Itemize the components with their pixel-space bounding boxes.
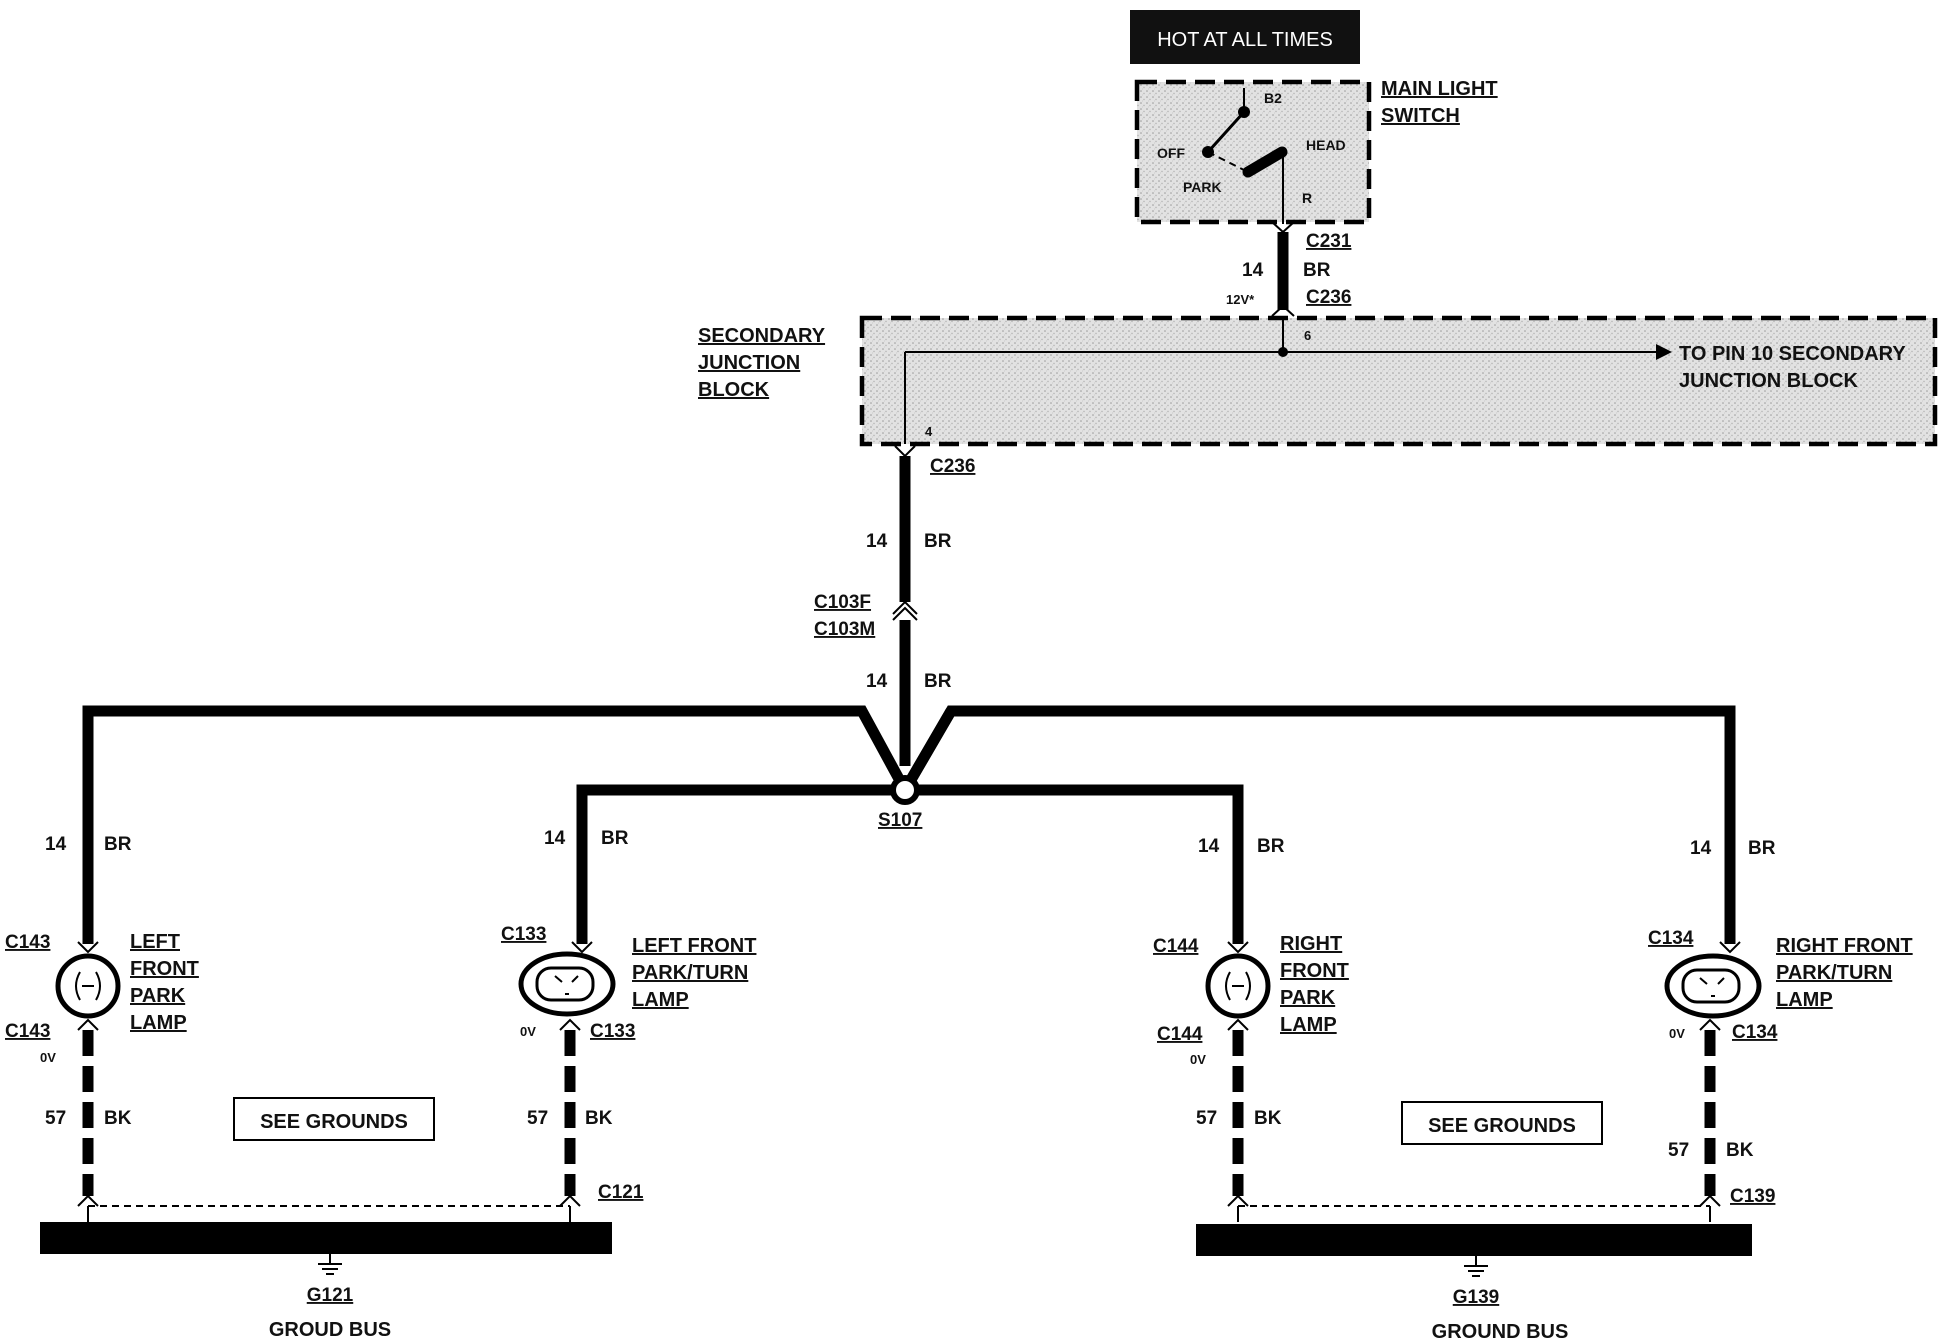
see-grounds-left: SEE GROUNDS <box>233 1097 435 1141</box>
svg-text:14: 14 <box>1242 260 1264 281</box>
svg-text:RIGHT FRONT: RIGHT FRONT <box>1776 935 1913 957</box>
svg-text:C139: C139 <box>1730 1186 1775 1207</box>
svg-text:SEE GROUNDS: SEE GROUNDS <box>260 1111 408 1133</box>
svg-text:S107: S107 <box>878 810 922 831</box>
svg-text:BR: BR <box>924 531 952 552</box>
right-front-park-turn-lamp: C134 0V C134 RIGHT FRONT PARK/TURN LAMP <box>1648 928 1913 1043</box>
svg-text:C236: C236 <box>930 456 975 477</box>
svg-text:0V: 0V <box>1669 1026 1685 1041</box>
svg-text:BK: BK <box>104 1108 132 1129</box>
svg-text:PARK: PARK <box>130 985 186 1007</box>
svg-text:57: 57 <box>527 1108 548 1129</box>
svg-text:BR: BR <box>601 828 629 849</box>
svg-text:TO PIN 10 SECONDARY: TO PIN 10 SECONDARY <box>1679 343 1906 365</box>
svg-text:PARK: PARK <box>1183 179 1222 195</box>
svg-text:C236: C236 <box>1306 287 1351 308</box>
svg-text:C144: C144 <box>1153 936 1199 957</box>
svg-text:C133: C133 <box>590 1021 635 1042</box>
svg-text:OFF: OFF <box>1157 145 1185 161</box>
svg-text:BK: BK <box>1726 1140 1754 1161</box>
svg-text:12V*: 12V* <box>1226 292 1255 307</box>
svg-text:0V: 0V <box>40 1050 56 1065</box>
see-grounds-right: SEE GROUNDS <box>1401 1101 1603 1145</box>
svg-text:BR: BR <box>1257 836 1285 857</box>
svg-text:4: 4 <box>925 424 933 439</box>
svg-text:LAMP: LAMP <box>1776 989 1833 1011</box>
svg-text:57: 57 <box>45 1108 66 1129</box>
svg-text:BR: BR <box>1303 260 1331 281</box>
switch-title: MAIN LIGHT <box>1381 78 1498 100</box>
left-front-park-lamp: C143 C143 0V LEFT FRONT PARK LAMP <box>5 931 199 1065</box>
svg-text:LAMP: LAMP <box>130 1012 187 1034</box>
svg-text:JUNCTION BLOCK: JUNCTION BLOCK <box>1679 370 1858 392</box>
svg-text:FRONT: FRONT <box>1280 960 1349 982</box>
ground-wires <box>77 1030 1721 1222</box>
power-source-label: HOT AT ALL TIMES <box>1130 10 1360 64</box>
svg-text:LEFT FRONT: LEFT FRONT <box>632 935 756 957</box>
svg-text:SEE GROUNDS: SEE GROUNDS <box>1428 1115 1576 1137</box>
splice-s107: S107 <box>878 775 922 831</box>
svg-text:BR: BR <box>1748 838 1776 859</box>
svg-text:14: 14 <box>866 671 888 692</box>
svg-text:HEAD: HEAD <box>1306 137 1346 153</box>
svg-text:LAMP: LAMP <box>1280 1014 1337 1036</box>
svg-text:PARK/TURN: PARK/TURN <box>1776 962 1892 984</box>
svg-text:6: 6 <box>1304 328 1311 343</box>
svg-text:SWITCH: SWITCH <box>1381 105 1460 127</box>
svg-text:C133: C133 <box>501 924 546 945</box>
svg-text:FRONT: FRONT <box>130 958 199 980</box>
wire-jb-to-splice: C236 14 BR C103F C103M 14 BR <box>814 445 975 766</box>
ground-g121-label: G121 <box>307 1285 354 1306</box>
svg-text:14: 14 <box>866 531 888 552</box>
svg-text:57: 57 <box>1196 1108 1217 1129</box>
main-light-switch: B2 OFF HEAD PARK R MAIN LIGHT SWITCH <box>1134 78 1498 225</box>
svg-text:14: 14 <box>1198 836 1220 857</box>
left-front-park-turn-lamp: C133 0V C133 LEFT FRONT PARK/TURN LAMP <box>501 924 756 1042</box>
svg-text:C134: C134 <box>1648 928 1694 949</box>
svg-text:LEFT: LEFT <box>130 931 180 953</box>
svg-text:BLOCK: BLOCK <box>698 379 770 401</box>
svg-text:0V: 0V <box>520 1024 536 1039</box>
ground-bus-g121: G121 GROUD BUS <box>40 1222 612 1341</box>
ground-bus-g139: G139 GROUND BUS <box>1196 1224 1752 1343</box>
svg-text:C121: C121 <box>598 1182 644 1203</box>
svg-text:C103F: C103F <box>814 592 871 613</box>
svg-text:14: 14 <box>544 828 566 849</box>
svg-text:C231: C231 <box>1306 231 1352 252</box>
svg-text:BK: BK <box>1254 1108 1282 1129</box>
svg-text:RIGHT: RIGHT <box>1280 933 1342 955</box>
svg-text:14: 14 <box>1690 838 1712 859</box>
right-front-park-lamp: C144 C144 0V RIGHT FRONT PARK LAMP <box>1153 933 1349 1067</box>
svg-text:BR: BR <box>924 671 952 692</box>
svg-text:GROUND BUS: GROUND BUS <box>1432 1321 1569 1343</box>
svg-text:GROUD BUS: GROUD BUS <box>269 1319 391 1341</box>
svg-text:C144: C144 <box>1157 1024 1203 1045</box>
svg-text:PARK: PARK <box>1280 987 1336 1009</box>
svg-text:C134: C134 <box>1732 1022 1778 1043</box>
svg-text:LAMP: LAMP <box>632 989 689 1011</box>
secondary-junction-block: 6 4 TO PIN 10 SECONDARY JUNCTION BLOCK S… <box>698 315 1938 447</box>
svg-text:HOT AT ALL TIMES: HOT AT ALL TIMES <box>1157 29 1333 51</box>
junction-block-title: SECONDARY <box>698 325 826 347</box>
svg-text:0V: 0V <box>1190 1052 1206 1067</box>
svg-text:14: 14 <box>45 834 67 855</box>
ground-g139-label: G139 <box>1453 1287 1499 1308</box>
svg-text:BR: BR <box>104 834 132 855</box>
svg-text:JUNCTION: JUNCTION <box>698 352 800 374</box>
svg-text:C143: C143 <box>5 1021 50 1042</box>
svg-text:C103M: C103M <box>814 619 875 640</box>
svg-text:C143: C143 <box>5 932 50 953</box>
svg-text:PARK/TURN: PARK/TURN <box>632 962 748 984</box>
svg-text:BK: BK <box>585 1108 613 1129</box>
wire-switch-to-jb: C231 14 BR 12V* C236 <box>1226 221 1352 317</box>
svg-text:B2: B2 <box>1264 90 1282 106</box>
svg-text:57: 57 <box>1668 1140 1689 1161</box>
svg-text:R: R <box>1302 190 1312 206</box>
